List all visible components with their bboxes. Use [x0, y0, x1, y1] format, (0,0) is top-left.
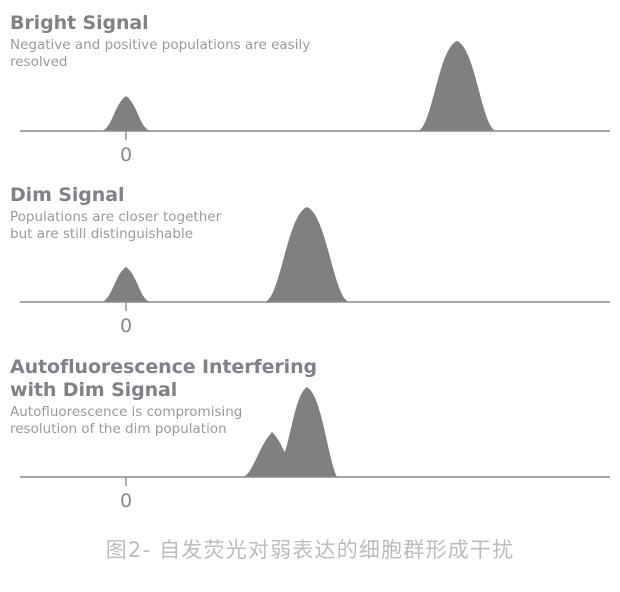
panel-subtitle: Autofluorescence is compromising resolut… [10, 404, 243, 437]
histogram-plot-autofluorescence: 0 [0, 344, 620, 520]
histogram-plot-dim-signal: 0 [0, 172, 620, 344]
histogram-plot-bright-signal: 0 [0, 0, 620, 172]
axis-tick-label-zero: 0 [120, 144, 132, 166]
panel-header-dim-signal: Dim Signal Populations are closer togeth… [10, 184, 410, 243]
axis-tick-label-zero: 0 [120, 490, 132, 512]
peak-negative-population [100, 267, 152, 302]
peak-negative-population [100, 96, 152, 131]
peak-autofluorescence-and-dim-population [242, 387, 337, 477]
panel-dim-signal: 0 Dim Signal Populations are closer toge… [0, 172, 620, 344]
peak-dim-positive-population [264, 207, 350, 302]
panel-title: Dim Signal [10, 184, 125, 206]
panel-title: Autofluorescence Interfering with Dim Si… [10, 356, 318, 401]
figure-caption: 图2- 自发荧光对弱表达的细胞群形成干扰 [105, 538, 515, 562]
panel-bright-signal: 0 Bright Signal Negative and positive po… [0, 0, 620, 172]
peak-positive-population [417, 41, 497, 131]
panel-autofluorescence-interference: 0 Autofluorescence Interfering with Dim … [0, 344, 620, 520]
panel-header-autofluorescence: Autofluorescence Interfering with Dim Si… [10, 356, 410, 438]
panel-title: Bright Signal [10, 12, 149, 34]
panel-header-bright-signal: Bright Signal Negative and positive popu… [10, 12, 410, 71]
axis-tick-label-zero: 0 [120, 315, 132, 337]
panel-subtitle: Negative and positive populations are ea… [10, 37, 311, 70]
panel-subtitle: Populations are closer together but are … [10, 209, 222, 242]
